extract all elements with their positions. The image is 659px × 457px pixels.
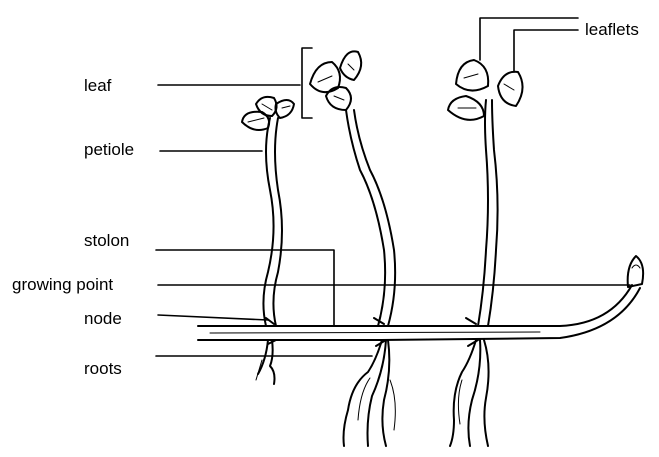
label-node: node [84,309,122,329]
growing-point-bud [628,256,643,287]
roots-plant-1 [256,340,275,384]
label-roots: roots [84,359,122,379]
label-leaf: leaf [84,76,111,96]
plant-3 [448,60,523,326]
label-growing-point: growing point [12,275,113,295]
leader-leaflets-1 [480,18,578,60]
label-petiole: petiole [84,140,134,160]
roots-plant-3 [450,340,489,446]
label-stolon: stolon [84,231,129,251]
plant-1 [242,97,294,326]
leader-leaflets-2 [514,30,578,72]
leader-node [158,315,268,320]
label-leaflets: leaflets [585,20,639,40]
leader-stolon [156,250,334,326]
